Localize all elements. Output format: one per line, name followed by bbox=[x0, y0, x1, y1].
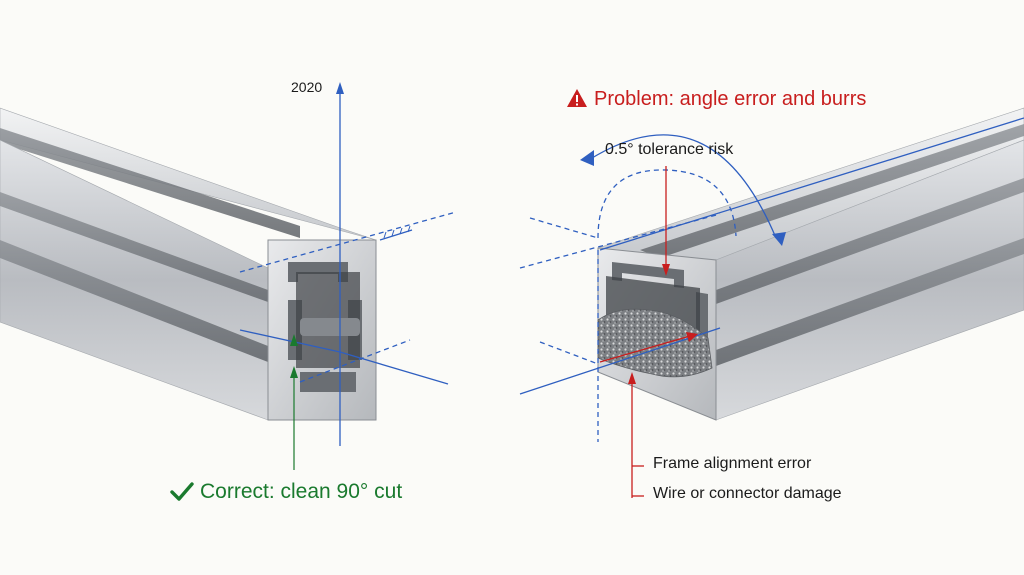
correct-cut-pointer bbox=[290, 334, 298, 470]
left-extrusion bbox=[0, 107, 377, 421]
check-mark-icon bbox=[170, 482, 194, 501]
problem-heading: Problem: angle error and burrs bbox=[566, 88, 866, 111]
frame-error-label: Frame alignment error bbox=[653, 455, 812, 472]
wire-damage-label: Wire or connector damage bbox=[653, 485, 842, 502]
correct-label: Correct: clean 90° cut bbox=[200, 480, 403, 503]
correct-heading: Correct: clean 90° cut bbox=[170, 480, 402, 504]
left-guide-lines bbox=[239, 82, 457, 446]
warning-triangle-icon bbox=[567, 89, 587, 107]
problem-pointers bbox=[599, 166, 698, 498]
problem-label: Problem: angle error and burrs bbox=[594, 88, 867, 110]
tolerance-label: 0.5° tolerance risk bbox=[605, 141, 734, 158]
burr-debris bbox=[597, 308, 713, 378]
profile-size-label: 2020 bbox=[291, 79, 323, 95]
